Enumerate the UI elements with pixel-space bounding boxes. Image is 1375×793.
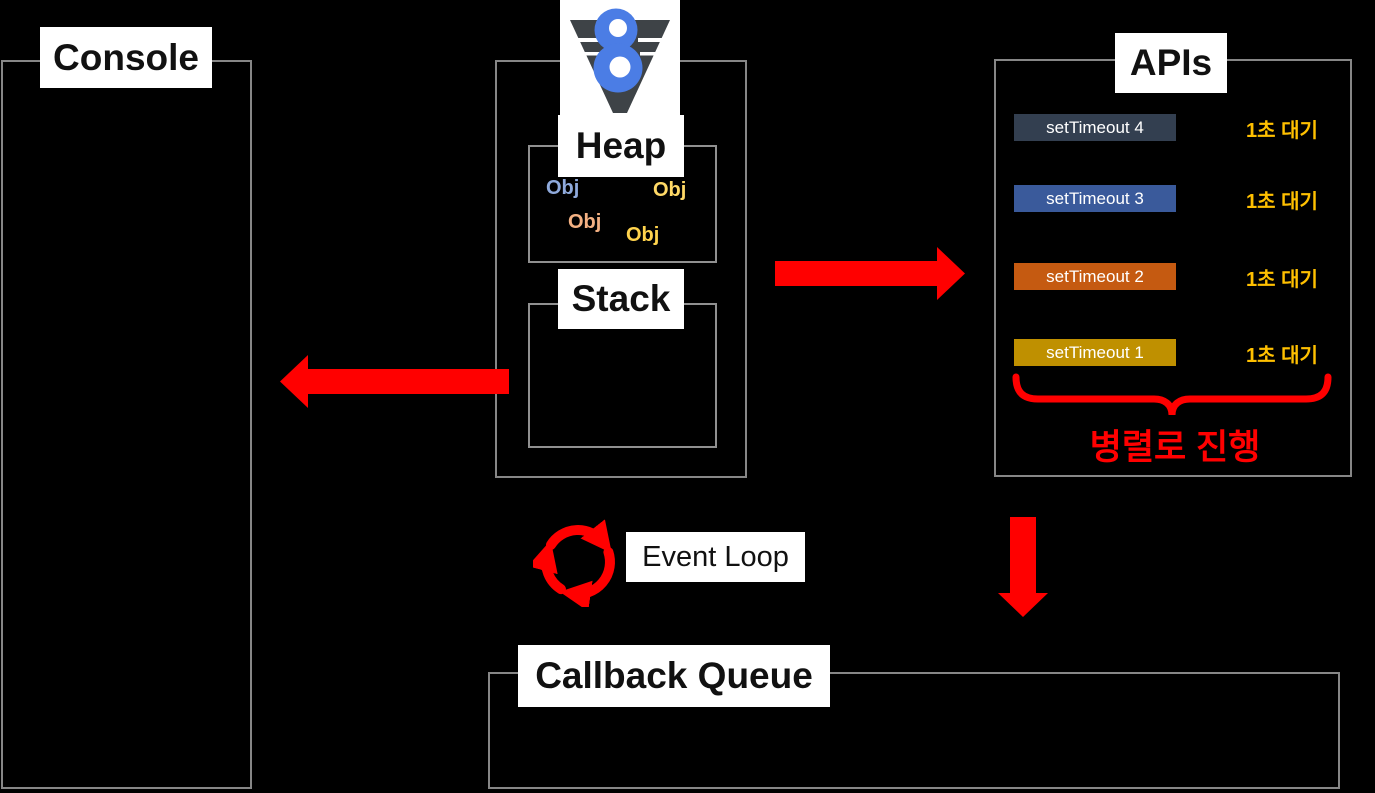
stack-title-text: Stack bbox=[571, 278, 671, 319]
settimeout-4-label: setTimeout 4 bbox=[1046, 117, 1144, 137]
settimeout-3-chip: setTimeout 3 bbox=[1014, 185, 1176, 212]
callback-queue-title: Callback Queue bbox=[518, 645, 830, 707]
heap-object: Obj bbox=[568, 211, 602, 233]
callback-queue-title-text: Callback Queue bbox=[535, 655, 813, 696]
settimeout-1-chip: setTimeout 1 bbox=[1014, 339, 1176, 366]
console-title-text: Console bbox=[53, 36, 199, 78]
heap-title: Heap bbox=[558, 115, 684, 177]
event-loop-cycle-icon bbox=[533, 519, 615, 607]
console-title: Console bbox=[40, 27, 212, 88]
settimeout-2-wait-label: 1초 대기 bbox=[1246, 268, 1318, 291]
stack-title: Stack bbox=[558, 269, 684, 329]
settimeout-3-label: setTimeout 3 bbox=[1046, 188, 1144, 208]
heap-object: Obj bbox=[653, 179, 687, 201]
settimeout-4-wait-label: 1초 대기 bbox=[1246, 119, 1318, 142]
settimeout-3-wait-label: 1초 대기 bbox=[1246, 190, 1318, 213]
event-loop-label: Event Loop bbox=[626, 532, 805, 582]
settimeout-2-chip: setTimeout 2 bbox=[1014, 263, 1176, 290]
parallel-brace bbox=[1012, 373, 1332, 416]
settimeout-1-label: setTimeout 1 bbox=[1046, 342, 1144, 362]
apis-title: APIs bbox=[1115, 33, 1227, 93]
event-loop-label-text: Event Loop bbox=[642, 540, 789, 573]
console-panel bbox=[1, 60, 252, 789]
settimeout-1-wait-label: 1초 대기 bbox=[1246, 344, 1318, 367]
arrow-v8-to-apis bbox=[775, 247, 965, 300]
settimeout-2-label: setTimeout 2 bbox=[1046, 266, 1144, 286]
arrow-stack-to-console bbox=[280, 355, 509, 408]
parallel-note-text: 병렬로 진행 bbox=[1089, 428, 1261, 467]
settimeout-4-chip: setTimeout 4 bbox=[1014, 114, 1176, 141]
heap-object: Obj bbox=[626, 224, 660, 246]
v8-logo-icon bbox=[566, 8, 674, 113]
heap-title-text: Heap bbox=[575, 125, 667, 166]
arrow-apis-to-callback-queue bbox=[998, 517, 1048, 617]
apis-title-text: APIs bbox=[1129, 42, 1213, 83]
v8-logo-box bbox=[560, 0, 680, 118]
heap-object: Obj bbox=[546, 177, 580, 199]
